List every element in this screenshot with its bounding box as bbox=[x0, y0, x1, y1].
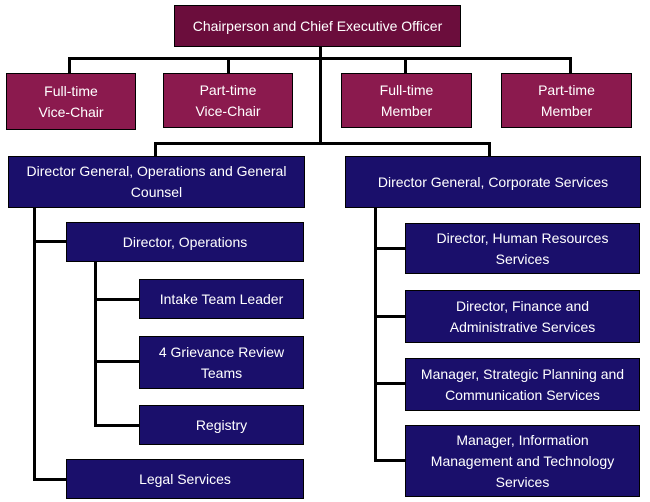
ft-vice-chair-box: Full-time Vice-Chair bbox=[6, 73, 136, 130]
connector-line bbox=[68, 57, 572, 60]
mgr-strategic-box: Manager, Strategic Planning and Communic… bbox=[405, 358, 640, 411]
mgr-info-box: Manager, Information Management and Tech… bbox=[405, 425, 640, 497]
connector-line bbox=[569, 57, 572, 73]
connector-line bbox=[374, 315, 406, 318]
connector-line bbox=[154, 142, 491, 145]
connector-line bbox=[94, 261, 97, 426]
pt-vice-chair-box: Part-time Vice-Chair bbox=[163, 73, 293, 128]
connector-line bbox=[374, 207, 377, 461]
connector-line bbox=[154, 142, 157, 156]
pt-member-box: Part-time Member bbox=[501, 73, 632, 128]
dir-finance-box: Director, Finance and Administrative Ser… bbox=[405, 290, 640, 343]
connector-line bbox=[374, 459, 406, 462]
connector-line bbox=[94, 360, 140, 363]
dg-operations-box: Director General, Operations and General… bbox=[8, 156, 305, 208]
connector-line bbox=[33, 240, 67, 243]
connector-line bbox=[33, 207, 36, 480]
connector-line bbox=[94, 424, 140, 427]
registry-box: Registry bbox=[139, 405, 304, 445]
ft-member-box: Full-time Member bbox=[341, 73, 472, 128]
legal-services-box: Legal Services bbox=[66, 459, 304, 499]
intake-team-leader-box: Intake Team Leader bbox=[139, 279, 304, 319]
connector-line bbox=[94, 298, 140, 301]
connector-line bbox=[319, 46, 322, 142]
connector-line bbox=[227, 57, 230, 73]
connector-line bbox=[374, 247, 406, 250]
connector-line bbox=[488, 142, 491, 156]
dir-operations-box: Director, Operations bbox=[66, 222, 304, 262]
grievance-review-teams-box: 4 Grievance Review Teams bbox=[139, 336, 304, 389]
connector-line bbox=[404, 57, 407, 73]
connector-line bbox=[33, 478, 67, 481]
ceo-box: Chairperson and Chief Executive Officer bbox=[174, 5, 461, 47]
connector-line bbox=[374, 382, 406, 385]
dg-corporate-box: Director General, Corporate Services bbox=[345, 156, 641, 208]
connector-line bbox=[68, 57, 71, 73]
dir-hr-box: Director, Human Resources Services bbox=[405, 223, 640, 274]
